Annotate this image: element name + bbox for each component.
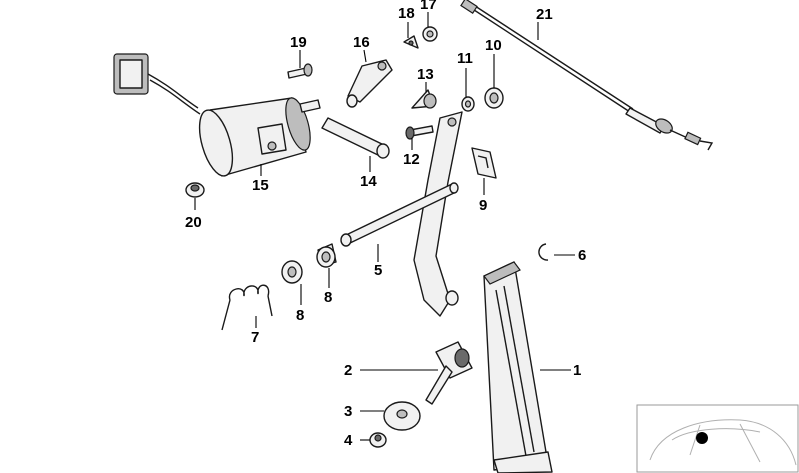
throttle-cable: [460, 0, 714, 151]
callout-10: 10: [485, 37, 502, 54]
callout-9: 9: [479, 197, 487, 214]
washer-3: [383, 401, 421, 431]
callout-15: 15: [252, 177, 269, 194]
callout-20: 20: [185, 214, 202, 231]
pedal-sensor-motor: [113, 53, 321, 177]
link-bracket-16: [346, 59, 393, 108]
callout-7: 7: [251, 329, 259, 346]
clip-plate-9: [471, 147, 497, 179]
pedal-pad-1: [483, 261, 553, 473]
snap-ring-6: [538, 243, 549, 261]
callout-labels: 1 2 3 4 5 6 7 8 8 9 10 11 12 13 14 15 16…: [185, 0, 586, 449]
nut-4: [369, 432, 387, 448]
locator-dot: [696, 432, 708, 444]
bushing-8-right: [316, 243, 337, 268]
pin-14: [321, 117, 390, 159]
spring-7: [221, 284, 273, 331]
callout-11: 11: [457, 50, 473, 67]
shaft-5: [340, 182, 459, 247]
pivot-bolt-2: [425, 341, 473, 405]
callout-1: 1: [573, 362, 581, 379]
bushing-10: [484, 87, 504, 109]
callout-14: 14: [360, 173, 377, 190]
clip-18: [403, 35, 419, 49]
callout-5: 5: [374, 262, 382, 279]
bushing-11: [461, 96, 475, 112]
callout-4: 4: [344, 432, 353, 449]
callout-12: 12: [403, 151, 420, 168]
callout-21: 21: [536, 6, 553, 23]
bushing-17: [422, 26, 438, 42]
callout-3: 3: [344, 403, 352, 420]
pedal-arm: [413, 111, 463, 317]
screw-12: [405, 125, 434, 140]
callout-16: 16: [353, 34, 370, 51]
callout-2: 2: [344, 362, 352, 379]
bushing-8-left: [281, 260, 303, 284]
nut-20: [185, 182, 205, 198]
screw-19: [287, 63, 313, 79]
callout-18: 18: [398, 5, 415, 22]
callout-6: 6: [578, 247, 586, 264]
leader-lines: [194, 12, 575, 441]
callout-8-left: 8: [296, 307, 304, 324]
callout-13: 13: [417, 66, 434, 83]
callout-17: 17: [420, 0, 437, 13]
stop-buffer-13: [411, 89, 437, 109]
callout-19: 19: [290, 34, 307, 51]
callout-8-right: 8: [324, 289, 332, 306]
vehicle-locator-thumbnail: [636, 404, 799, 473]
